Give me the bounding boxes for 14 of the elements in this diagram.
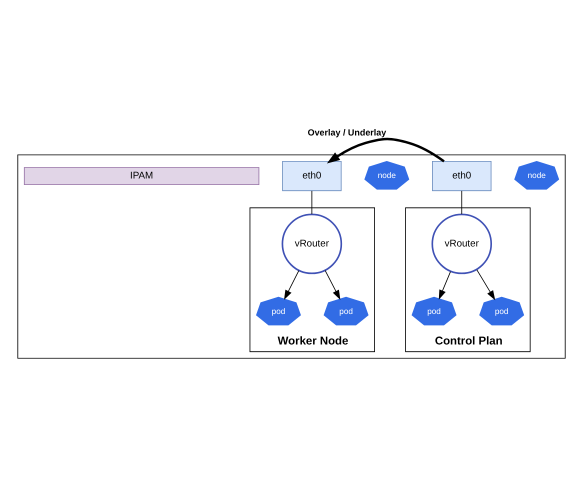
arrow	[326, 137, 445, 163]
node-circle: vRouter	[282, 213, 342, 274]
arrow	[476, 268, 496, 300]
node-box: eth0	[432, 160, 492, 191]
arrow	[284, 270, 300, 300]
node-circle: vRouter	[432, 213, 492, 274]
cluster	[17, 154, 566, 358]
edge-label: Overlay / Underlay	[308, 127, 386, 138]
node-box: eth0	[282, 160, 342, 191]
connector	[311, 190, 312, 214]
arrow	[438, 270, 451, 300]
connector	[461, 190, 462, 214]
arrow	[324, 270, 340, 300]
node-box: IPAM	[24, 166, 260, 184]
